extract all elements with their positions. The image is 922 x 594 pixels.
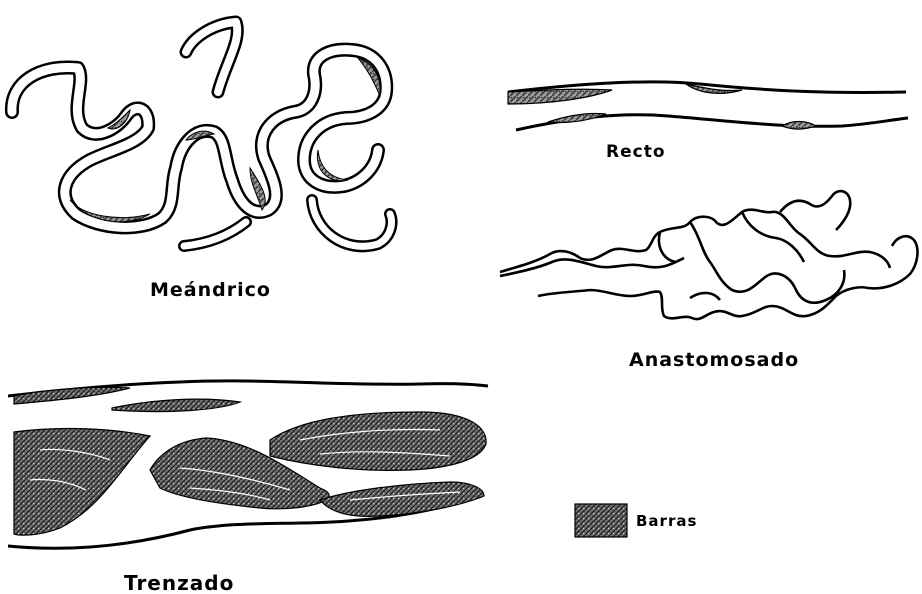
braided-river [8,381,488,548]
braided-bars [14,387,486,535]
meandering-river [12,22,392,246]
straight-river [508,82,908,130]
legend-label-bars: Barras [636,512,697,530]
anastomosing-river [500,191,917,319]
legend-swatch-bars [575,504,627,537]
braided-label: Trenzado [124,571,234,594]
legend: Barras [575,504,697,537]
anastomosing-label: Anastomosado [629,349,799,371]
straight-label: Recto [606,142,666,162]
meandering-label: Meándrico [150,279,271,301]
